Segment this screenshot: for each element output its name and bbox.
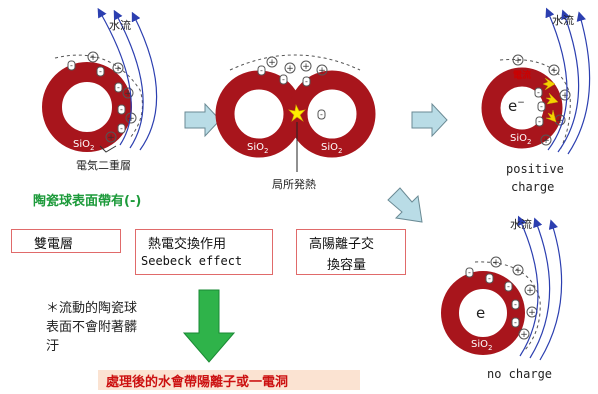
positive-ions-2: + + + + [266, 56, 328, 76]
process-arrow-diagonal [387, 187, 423, 223]
negative-ions-4: - - - - - [465, 267, 520, 328]
process-arrow-2 [411, 102, 448, 138]
svg-text:+: + [124, 89, 132, 99]
svg-text:+: + [556, 116, 564, 126]
negative-ions-2: - - - - [257, 65, 326, 120]
sio2-label-2a: SiO2 [247, 142, 269, 155]
big-green-arrow [182, 289, 236, 363]
edl-bracket [99, 145, 117, 153]
note-line-3: 汙 [46, 339, 60, 354]
local-heat-label: 局所発熱 [272, 178, 316, 191]
svg-text:-: - [514, 318, 517, 327]
yellow-current-arrows [542, 77, 559, 123]
dashed-boundary-2 [229, 54, 361, 71]
svg-text:+: + [514, 56, 522, 66]
double-layer-box: 雙電層 [11, 229, 121, 253]
svg-text:+: + [514, 266, 522, 276]
ring-group-2: + + + + - - - - [215, 54, 376, 172]
dashed-boundary-1 [54, 54, 143, 139]
svg-text:-: - [468, 268, 471, 277]
svg-text:-: - [260, 66, 263, 75]
svg-text:+: + [520, 330, 528, 340]
sio2-label-4: SiO2 [471, 339, 493, 352]
cation-box: 高陽離子交 換容量 [296, 229, 406, 275]
spark-icon [288, 104, 306, 122]
negative-ions-3: - - - [534, 87, 546, 127]
thermo-box: 熱電交換作用 Seebeck effect [135, 229, 273, 275]
note-line-1: ＊流動的陶瓷球 [46, 301, 138, 316]
svg-text:-: - [120, 105, 123, 114]
surface-negative-label: 陶瓷球表面帶有(-) [33, 194, 142, 209]
svg-text:-: - [488, 274, 491, 283]
charge-label: charge [511, 180, 555, 194]
sio2-label-2b: SiO2 [321, 142, 343, 155]
water-flow-label-3: 水流 [552, 14, 574, 27]
ring-3-inner [501, 87, 543, 129]
svg-text:+: + [107, 133, 115, 143]
water-flow-label-4: 水流 [510, 218, 532, 231]
svg-text:+: + [114, 64, 122, 74]
edl-label: 電気二重層 [76, 159, 131, 172]
svg-text:+: + [561, 91, 569, 101]
ring-group-3: + + + + + - - - [481, 7, 591, 155]
svg-text:+: + [302, 62, 310, 72]
svg-text:+: + [542, 136, 550, 146]
positive-label: positive [506, 162, 564, 176]
sio2-label-3: SiO2 [510, 133, 532, 146]
sio2-ring-4 [441, 271, 525, 355]
no-charge-label: no charge [487, 367, 553, 381]
sio2-label-1: SiO2 [73, 139, 95, 152]
sio2-ring-3 [481, 67, 563, 149]
sio2-ring-2a [215, 70, 303, 158]
svg-text:-: - [320, 110, 323, 119]
svg-text:-: - [538, 117, 541, 126]
sio2-ring-1 [42, 62, 132, 152]
svg-text:+: + [89, 53, 97, 63]
svg-text:-: - [540, 102, 543, 111]
svg-text:-: - [99, 67, 102, 76]
svg-text:-: - [70, 61, 73, 70]
svg-text:-: - [507, 282, 510, 291]
svg-text:+: + [318, 66, 326, 76]
sio2-ring-2b [288, 70, 376, 158]
water-flow-lines-3 [545, 7, 591, 155]
svg-text:+: + [528, 308, 536, 318]
positive-ions-1: + + + + + [87, 51, 137, 143]
result-highlight [98, 370, 360, 390]
svg-text:+: + [286, 64, 294, 74]
ring-group-4: + + + + + - - - - - [441, 215, 563, 361]
svg-text:+: + [127, 114, 135, 124]
svg-text:-: - [305, 77, 308, 86]
svg-text:-: - [117, 83, 120, 92]
positive-ions-4: + + + + + [490, 256, 538, 340]
negative-ions-1: - - - - - [67, 60, 126, 134]
svg-text:+: + [550, 66, 558, 76]
note-line-2: 表面不會附著髒 [46, 320, 138, 335]
ring-group-1: + + + + + - - - - - [42, 7, 158, 153]
water-flow-lines-4 [517, 215, 563, 361]
svg-text:-: - [514, 300, 517, 309]
svg-text:-: - [537, 88, 540, 97]
current-label: 電流 [513, 71, 532, 81]
water-flow-lines-1 [97, 7, 158, 151]
svg-text:-: - [120, 124, 123, 133]
electron-label-3: e− [508, 97, 525, 115]
svg-text:+: + [268, 58, 276, 68]
svg-text:-: - [282, 75, 285, 84]
electron-label-4: e [476, 304, 486, 322]
water-flow-label-1: 水流 [109, 19, 131, 32]
svg-text:+: + [492, 258, 500, 268]
result-text: 處理後的水會帶陽離子或一電洞 [106, 375, 289, 390]
process-arrow-1 [184, 102, 221, 138]
svg-text:+: + [526, 286, 534, 296]
